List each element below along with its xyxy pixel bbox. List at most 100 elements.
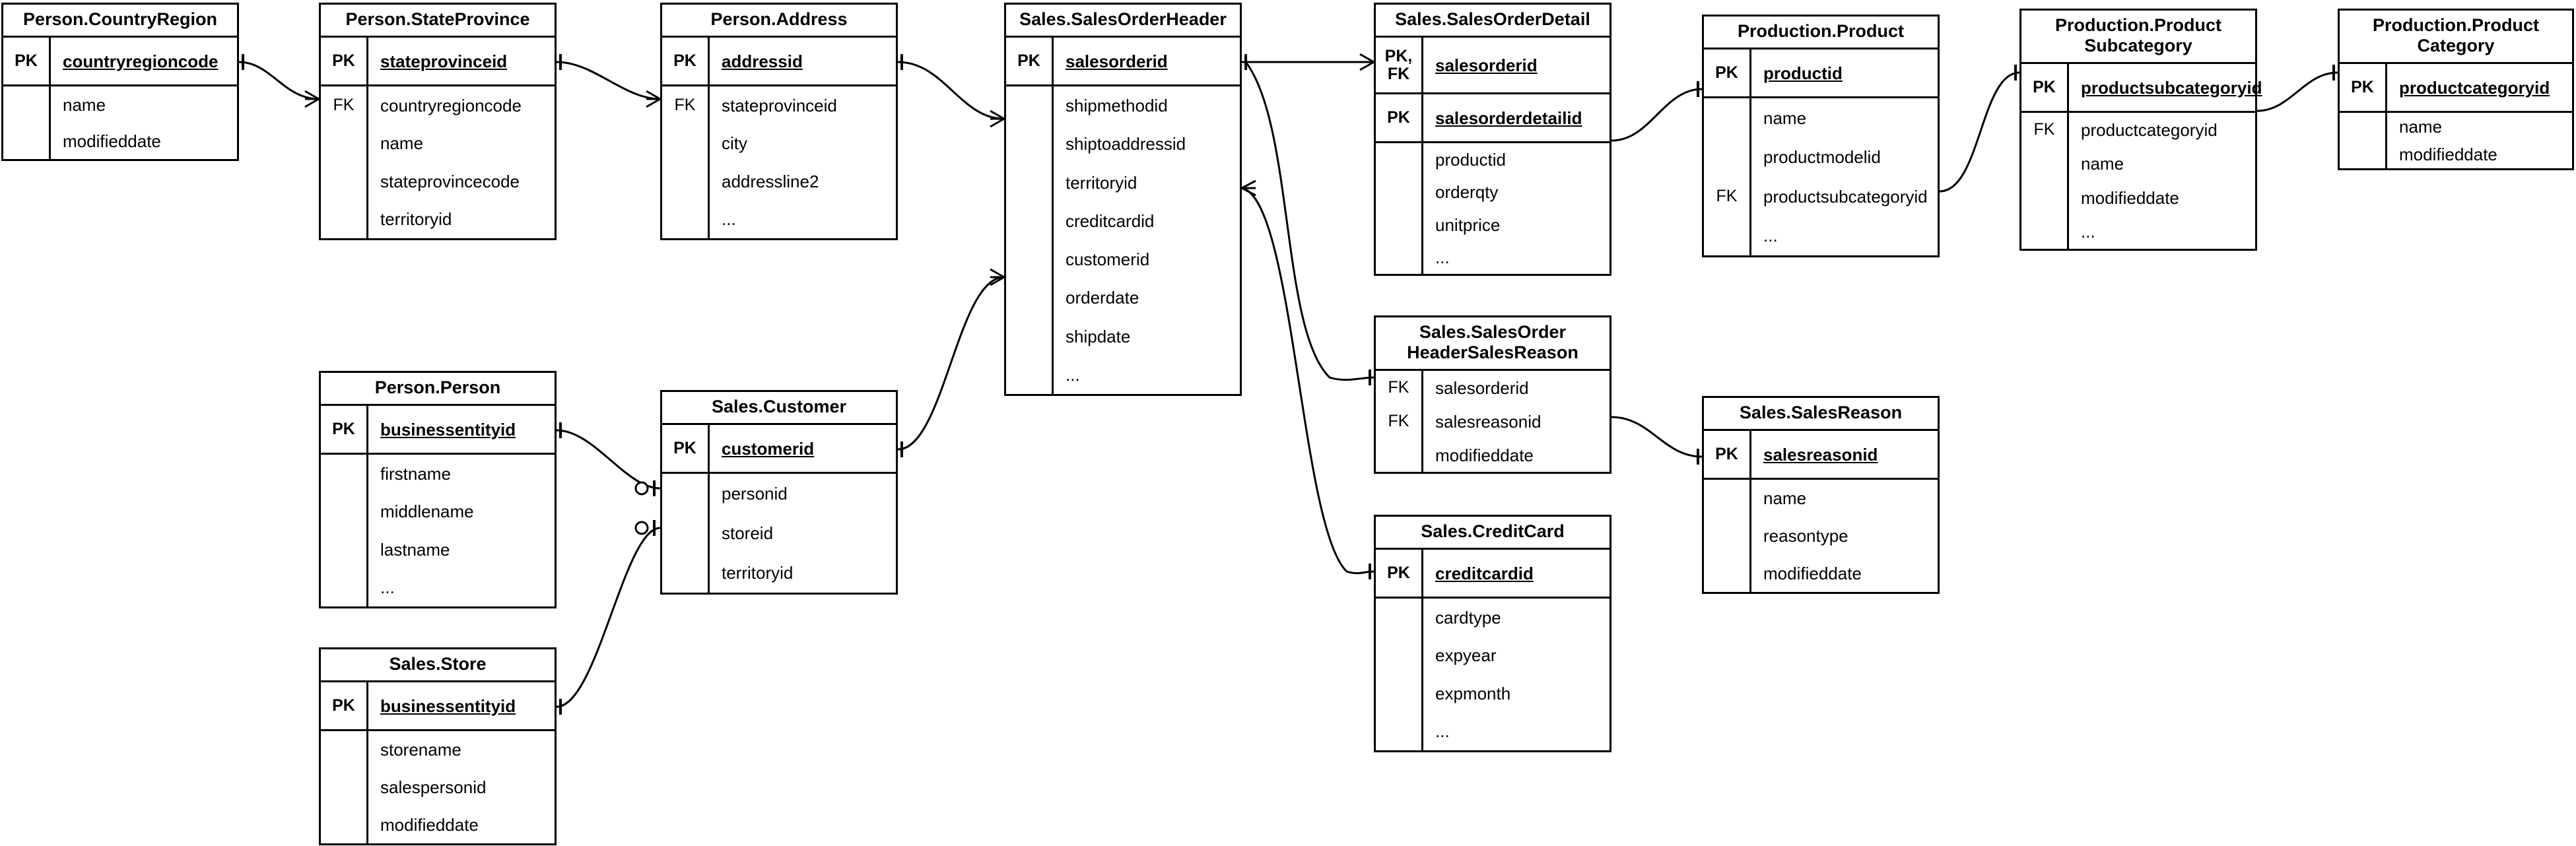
- attribute-name: orderqty: [1435, 182, 1499, 203]
- entity-title: Sales.SalesOrderHeader: [1006, 5, 1240, 38]
- attribute-row[interactable]: storename: [321, 731, 555, 769]
- attribute-name: modifieddate: [2081, 187, 2179, 208]
- attribute-row[interactable]: modifieddate: [1376, 438, 1610, 472]
- attribute-row[interactable]: storeid: [662, 513, 896, 553]
- key-badge-empty: [1376, 636, 1423, 674]
- attribute-row[interactable]: ...: [2021, 214, 2255, 249]
- attribute-row[interactable]: firstname: [321, 455, 555, 493]
- attribute-row[interactable]: name: [1704, 98, 1938, 138]
- attribute-row[interactable]: shiptoaddressid: [1006, 125, 1240, 164]
- attribute-row[interactable]: productmodelid: [1704, 137, 1938, 177]
- attribute-row[interactable]: shipmethodid: [1006, 86, 1240, 125]
- attribute-row[interactable]: stateprovincecode: [321, 162, 555, 201]
- attribute-row[interactable]: customerid: [1006, 240, 1240, 279]
- attribute-row[interactable]: creditcardid: [1006, 201, 1240, 240]
- attribute-row[interactable]: addressline2: [662, 162, 896, 201]
- cardinality-zero-customer-person: [634, 481, 649, 496]
- attribute-name: name: [2399, 117, 2443, 137]
- attribute-row[interactable]: name: [2340, 113, 2572, 141]
- attribute-row[interactable]: ...: [321, 568, 555, 606]
- attribute-row[interactable]: ...: [1376, 712, 1610, 750]
- attribute-row[interactable]: personid: [662, 474, 896, 513]
- attribute-row[interactable]: ...: [1376, 241, 1610, 274]
- attribute-row[interactable]: unitprice: [1376, 209, 1610, 242]
- attribute-row[interactable]: orderqty: [1376, 176, 1610, 209]
- attribute-row[interactable]: modifieddate: [3, 123, 237, 159]
- attribute-row[interactable]: productid: [1376, 143, 1610, 176]
- attribute-row[interactable]: ...: [1704, 216, 1938, 255]
- key-badge-empty: [662, 474, 710, 513]
- attribute-row[interactable]: ...: [1006, 355, 1240, 394]
- attribute-row[interactable]: name: [2021, 146, 2255, 181]
- attribute-row[interactable]: middlename: [321, 492, 555, 531]
- attribute-name: ...: [722, 209, 736, 230]
- attribute-name: firstname: [380, 463, 451, 484]
- attribute-row[interactable]: territoryid: [1006, 163, 1240, 202]
- attribute-row[interactable]: territoryid: [321, 200, 555, 238]
- attribute-row[interactable]: expmonth: [1376, 674, 1610, 713]
- attribute-row[interactable]: city: [662, 124, 896, 162]
- attribute-row[interactable]: modifieddate: [1704, 554, 1938, 593]
- attribute-row[interactable]: salespersonid: [321, 768, 555, 806]
- attribute-row[interactable]: cardtype: [1376, 599, 1610, 637]
- attribute-row[interactable]: territoryid: [662, 553, 896, 593]
- attribute-row[interactable]: lastname: [321, 531, 555, 569]
- key-column-name: productsubcategoryid: [2081, 77, 2262, 98]
- attribute-row[interactable]: modifieddate: [2021, 181, 2255, 215]
- key-badge-empty: [662, 162, 710, 201]
- attribute-row[interactable]: modifieddate: [321, 806, 555, 844]
- attribute-row[interactable]: reasontype: [1704, 517, 1938, 555]
- attribute-row[interactable]: ...: [662, 200, 896, 238]
- attribute-name: unitprice: [1435, 214, 1501, 235]
- attribute-name: stateprovinceid: [722, 95, 837, 115]
- attribute-row[interactable]: expyear: [1376, 636, 1610, 674]
- attribute-row[interactable]: name: [321, 124, 555, 162]
- attribute-row[interactable]: name: [3, 86, 237, 123]
- attribute-row[interactable]: shipdate: [1006, 317, 1240, 356]
- attribute-row[interactable]: modifieddate: [2340, 141, 2572, 168]
- attribute-row[interactable]: orderdate: [1006, 278, 1240, 317]
- attribute-row[interactable]: name: [1704, 480, 1938, 517]
- connector-salesorderdetail-product: [1611, 88, 1703, 142]
